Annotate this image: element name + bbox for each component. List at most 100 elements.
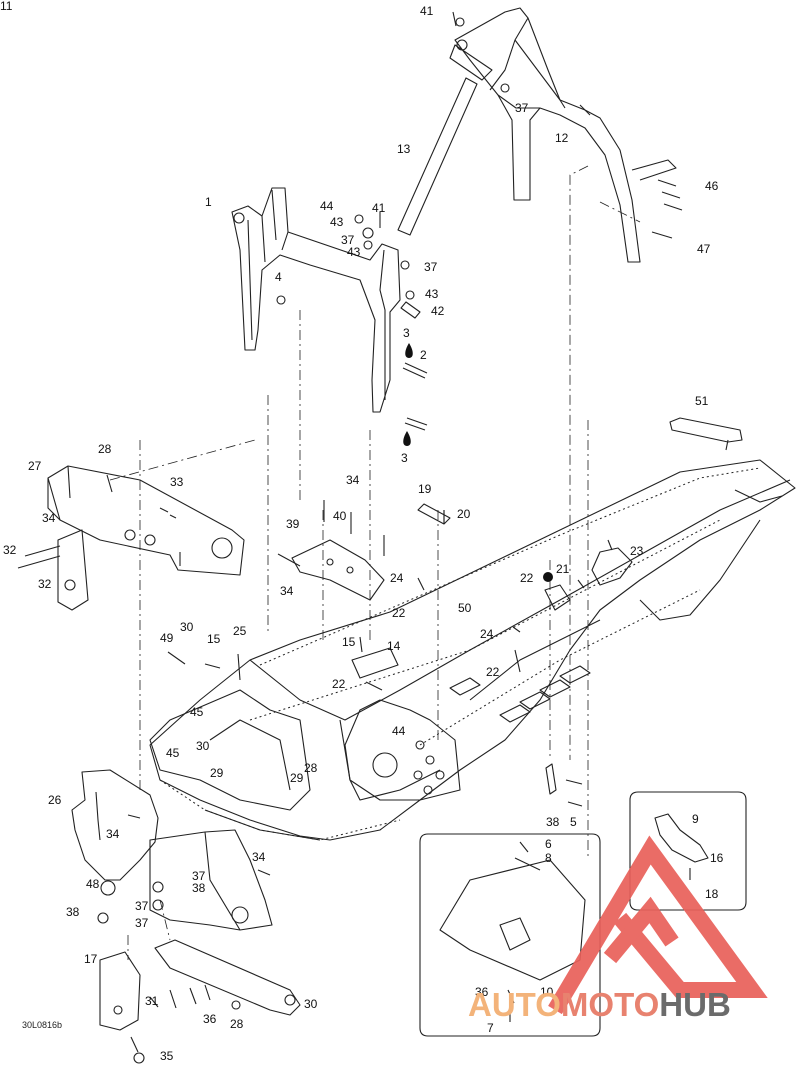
callout-34: 34 — [280, 584, 294, 598]
callout-32: 32 — [38, 577, 52, 591]
callout-4: 4 — [275, 270, 282, 284]
callout-31: 31 — [145, 994, 159, 1008]
logo-part-auto: AUTO — [468, 986, 561, 1023]
front-bulkhead — [149, 689, 311, 811]
callout-22: 22 — [520, 571, 534, 585]
detail-inset-box — [419, 833, 601, 1037]
callout-40: 40 — [333, 509, 347, 523]
callout-22: 22 — [392, 606, 406, 620]
callout-11: 11 — [0, 0, 13, 13]
callout-41: 41 — [420, 4, 434, 18]
side-panel-right — [97, 829, 273, 931]
callout-26: 26 — [48, 793, 62, 807]
heat-exchanger-inserts — [449, 665, 591, 723]
callout-38: 38 — [192, 881, 206, 895]
automotohub-logo-triangle — [548, 835, 768, 1015]
callout-45: 45 — [166, 746, 180, 760]
callout-29: 29 — [290, 771, 304, 785]
callout-9: 9 — [692, 812, 699, 826]
callout-7: 7 — [487, 1021, 494, 1035]
callout-28: 28 — [230, 1017, 244, 1031]
callout-25: 25 — [233, 624, 247, 638]
callout-30: 30 — [304, 997, 318, 1011]
callout-38: 38 — [546, 815, 560, 829]
part-5-rod — [545, 763, 583, 807]
bracket-32 — [17, 529, 89, 611]
callout-37: 37 — [424, 260, 438, 274]
callout-43: 43 — [330, 215, 344, 229]
tunnel-frame — [149, 459, 796, 841]
part-19 — [417, 503, 451, 525]
callout-12: 12 — [555, 131, 569, 145]
callout-44: 44 — [320, 199, 334, 213]
callout-17: 17 — [84, 952, 98, 966]
callout-34: 34 — [346, 473, 360, 487]
callout-30: 30 — [196, 739, 210, 753]
callout-51: 51 — [695, 394, 709, 408]
front-suspension-housing — [344, 699, 461, 801]
callout-36: 36 — [203, 1012, 217, 1026]
callout-47: 47 — [697, 242, 711, 256]
callout-22: 22 — [332, 677, 346, 691]
callout-29: 29 — [210, 766, 224, 780]
logo-part-moto: MOTO — [560, 986, 660, 1023]
callout-15: 15 — [207, 632, 221, 646]
callout-37: 37 — [135, 916, 149, 930]
rivet-lines — [159, 467, 761, 841]
callout-43: 43 — [347, 245, 361, 259]
upper-frame-1 — [231, 187, 401, 413]
bracket-31 — [99, 951, 145, 1064]
callout-24: 24 — [480, 627, 494, 641]
logo-part-hub: HUB — [659, 986, 731, 1023]
callout-50: 50 — [458, 601, 472, 615]
callout-28: 28 — [98, 442, 112, 456]
front-bracket-27 — [47, 465, 245, 576]
steering-support-12 — [454, 7, 677, 263]
callout-44: 44 — [392, 724, 406, 738]
drawing-code: 30L0816b — [22, 1020, 63, 1030]
callout-37: 37 — [192, 869, 206, 883]
callout-13: 13 — [397, 142, 411, 156]
callout-37: 37 — [341, 233, 355, 247]
steering-column-tube-13 — [397, 44, 493, 236]
callout-39: 39 — [286, 517, 300, 531]
callout-34: 34 — [252, 850, 266, 864]
callout-32: 32 — [3, 543, 17, 557]
detail-inset-box-right — [629, 791, 747, 911]
callout-43: 43 — [425, 287, 439, 301]
callout-6: 6 — [545, 837, 552, 851]
callout-38: 38 — [66, 905, 80, 919]
callout-16: 16 — [710, 851, 724, 865]
callout-20: 20 — [457, 507, 471, 521]
bracket-23 — [544, 547, 633, 611]
callout-18: 18 — [705, 887, 719, 901]
fastener-ticks — [106, 474, 613, 876]
callout-21: 21 — [556, 562, 570, 576]
callout-46: 46 — [705, 179, 719, 193]
assembly-centerlines — [109, 165, 641, 960]
fastener-cluster-upper — [276, 11, 683, 431]
callout-45: 45 — [190, 705, 204, 719]
sealant-drops — [403, 343, 553, 582]
callout-23: 23 — [630, 544, 644, 558]
callout-8: 8 — [545, 851, 552, 865]
callout-35: 35 — [160, 1049, 174, 1063]
callout-34: 34 — [106, 827, 120, 841]
callout-24: 24 — [390, 571, 404, 585]
callout-33: 33 — [170, 475, 184, 489]
callout-48: 48 — [86, 877, 100, 891]
callout-37: 37 — [515, 101, 529, 115]
automotohub-logo-text: AUTOMOTOHUB — [468, 986, 731, 1024]
callout-19: 19 — [418, 482, 432, 496]
callout-14: 14 — [387, 639, 401, 653]
bracket-51 — [669, 417, 743, 451]
callout-42: 42 — [431, 304, 445, 318]
callout-36: 36 — [475, 985, 489, 999]
callout-41: 41 — [372, 201, 386, 215]
callout-10: 10 — [540, 985, 554, 999]
callout-49: 49 — [160, 631, 174, 645]
callout-37: 37 — [135, 899, 149, 913]
callout-22: 22 — [486, 665, 500, 679]
